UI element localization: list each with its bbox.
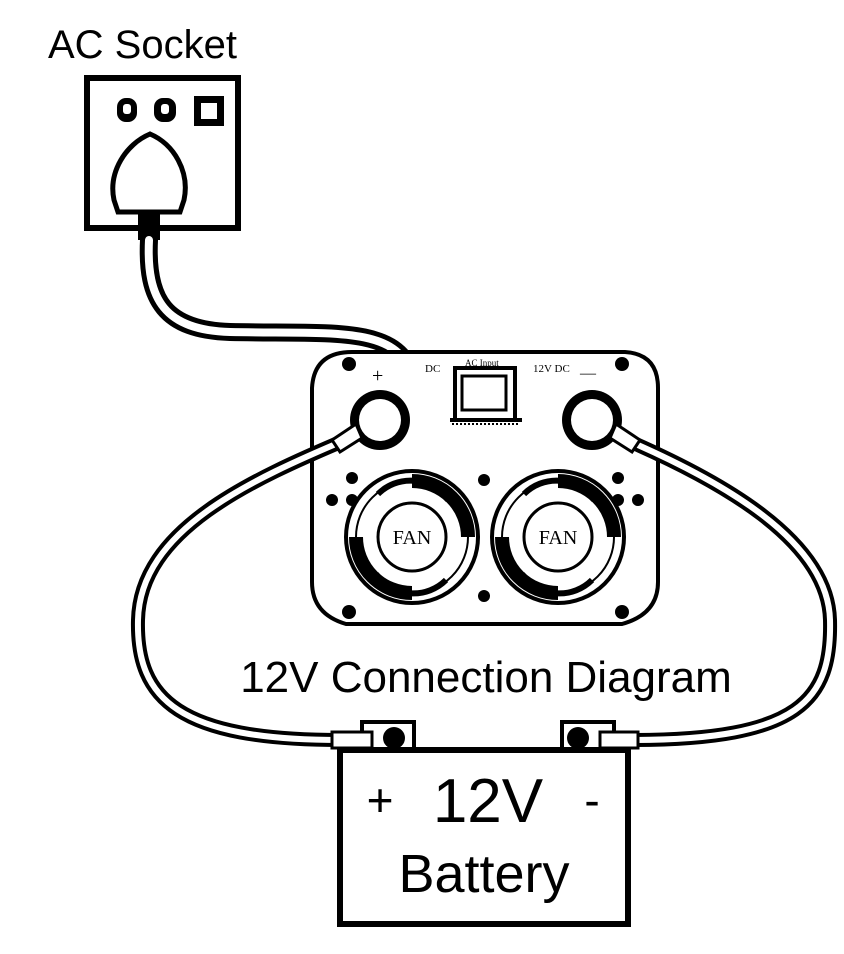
positive-battery-cable [130,421,364,747]
battery-plus-sign: + [367,774,394,826]
dc12-label: 12V DC [533,363,570,375]
battery-name: Battery [398,844,569,904]
diagram-title: 12V Connection Diagram [240,653,732,702]
positive-battery-terminal-icon [330,720,416,754]
panel-screw [615,605,629,619]
panel-screw [615,357,629,371]
battery-minus-sign: - [584,774,599,826]
fan-left-label: FAN [393,527,432,549]
panel-screw [478,474,490,486]
socket-hole-middle-icon [154,98,176,122]
ring-connector-icon [329,421,364,455]
socket-hole-left-icon [117,98,137,122]
positive-terminal-icon [350,390,410,450]
panel-screw [342,357,356,371]
fan-left-icon [344,469,480,605]
battery: + 12V - Battery [330,720,640,927]
socket-switch-icon [194,96,224,126]
negative-battery-cable [608,421,838,747]
panel-screw [478,590,490,602]
panel-screw [342,605,356,619]
fan-right-label: FAN [539,527,578,549]
panel-screw [632,494,644,506]
plug-strain-relief [138,210,160,240]
positive-terminal-label: + [372,365,383,387]
ring-connector-icon [608,421,643,455]
ac-input-port-icon [450,366,522,425]
battery-body [337,747,631,927]
ac-socket-label: AC Socket [48,23,237,67]
negative-terminal-label: — [579,365,597,382]
negative-terminal-icon [562,390,622,450]
inverter: + DC AC Input 12V DC — FAN [310,350,660,626]
battery-voltage: 12V [433,767,544,836]
dc-label: DC [425,363,440,375]
panel-screw [346,472,358,484]
fan-right-icon [490,469,626,605]
panel-screw [326,494,338,506]
ac-socket: AC Socket [48,23,241,240]
panel-screw [612,472,624,484]
ac-input-label: AC Input [465,358,499,368]
